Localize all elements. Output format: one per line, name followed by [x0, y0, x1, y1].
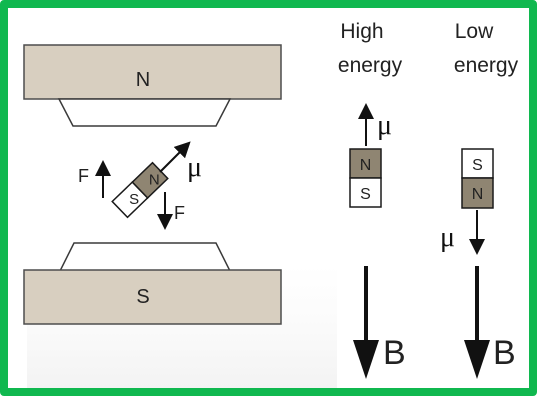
rotated-dipole-north-label: N — [149, 172, 160, 189]
high-energy-line1: High — [340, 20, 383, 43]
north-pole-shoe — [57, 98, 232, 127]
north-magnet-label: N — [136, 69, 150, 91]
low-energy-field-label: B — [493, 334, 516, 372]
high-energy-field-arrowhead — [353, 340, 379, 379]
low-energy-line2: energy — [454, 54, 519, 77]
low-energy-line1: Low — [455, 20, 494, 43]
low-energy-north-segment — [461, 177, 494, 209]
low-energy-top-label: S — [472, 157, 483, 174]
high-energy-moment-label: μ — [377, 110, 392, 141]
low-energy-moment-label: μ — [440, 222, 455, 253]
left-force-label: F — [78, 166, 89, 186]
high-energy-line2: energy — [338, 54, 403, 77]
low-energy-field-arrowhead — [464, 340, 490, 379]
rotated-moment-label: μ — [187, 152, 202, 183]
high-energy-bottom-label: S — [360, 186, 371, 203]
south-pole-shoe — [58, 242, 232, 272]
rotated-dipole-south-label: S — [129, 191, 139, 208]
high-energy-field-label: B — [383, 334, 406, 372]
south-magnet-label: S — [136, 286, 149, 308]
north-magnet-block — [23, 44, 282, 100]
low-energy-bottom-label: N — [472, 186, 484, 203]
high-energy-south-segment — [349, 177, 382, 208]
high-energy-top-label: N — [360, 157, 372, 174]
rotated-moment-arrow — [159, 141, 191, 173]
south-magnet-block — [23, 269, 282, 325]
high-energy-north-segment — [349, 148, 382, 179]
right-force-label: F — [174, 203, 185, 223]
